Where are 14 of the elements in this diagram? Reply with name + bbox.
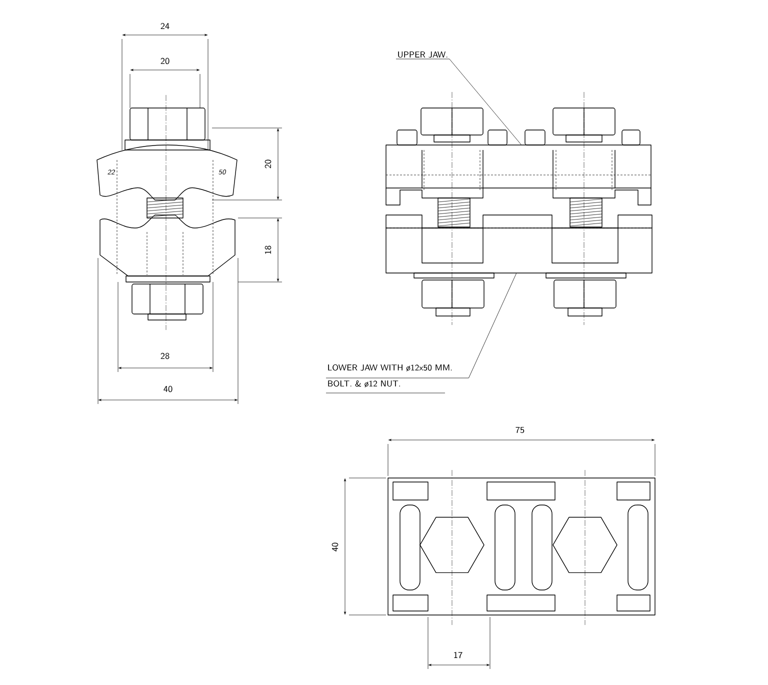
upper-jaw [386, 144, 652, 188]
dimension-label: 20 [160, 58, 170, 64]
dimension-label: 24 [160, 22, 170, 30]
dimension-label: 75 [516, 426, 524, 434]
callout-text: LOWER JAW WITH ø12x50 MM. BOLT. & ø12 NUT. [328, 364, 452, 388]
dimension-label: 40 [332, 542, 338, 552]
dimension-label: 17 [454, 652, 462, 658]
dimension-label: 18 [264, 246, 272, 254]
leader-line [326, 273, 517, 378]
dimension-label: 40 [164, 386, 172, 392]
dimension-label: 20 [264, 160, 272, 168]
dimension-label: 28 [160, 352, 170, 360]
lower-jaw [386, 228, 652, 274]
callout-text: UPPER JAW. [398, 52, 448, 58]
